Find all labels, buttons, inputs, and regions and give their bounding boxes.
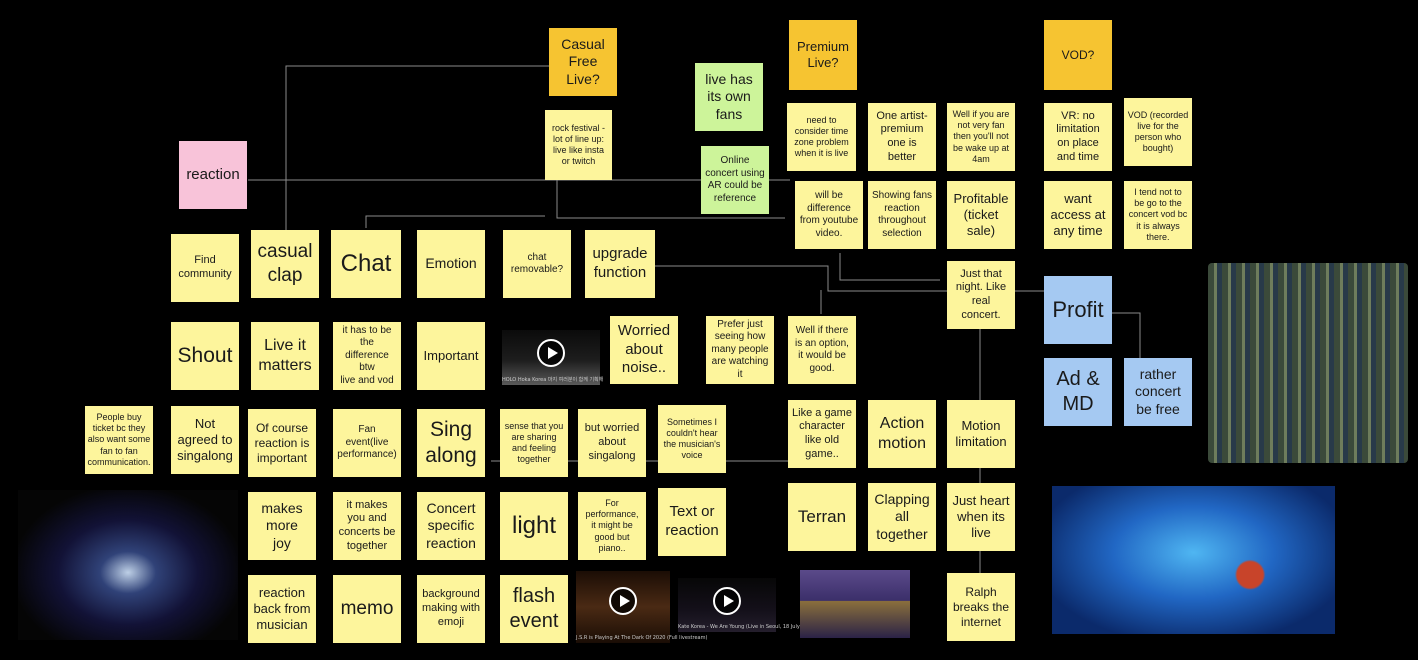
sticky-note-fan-event-live-performance[interactable]: Fan event(live performance): [333, 409, 401, 477]
sticky-note-vod[interactable]: VOD?: [1044, 20, 1112, 90]
sticky-note-clapping-all-together[interactable]: Clapping all together: [868, 483, 936, 551]
sticky-note-profitable-ticket-sale[interactable]: Profitable (ticket sale): [947, 181, 1015, 249]
sticky-note-flash-event[interactable]: flash event: [500, 575, 568, 643]
sticky-note-rock-festival-lot-of-line-up[interactable]: rock festival - lot of line up: live lik…: [545, 110, 612, 180]
crowd-screen-photo: [1208, 263, 1408, 463]
sticky-note-terran[interactable]: Terran: [788, 483, 856, 551]
video-caption: HOLO Hoka Korea 마지 여러분이 함께 기획해: [502, 377, 604, 383]
sticky-note-online-concert-using-ar-coul[interactable]: Online concert using AR could be referen…: [701, 146, 769, 214]
video-caption: Kate Korea - We Are Young (Live in Seoul…: [678, 624, 802, 630]
sticky-note-casual-clap[interactable]: casual clap: [251, 230, 319, 298]
video-thumbnail[interactable]: Kate Korea - We Are Young (Live in Seoul…: [678, 578, 802, 632]
sticky-note-motion-limitation[interactable]: Motion limitation: [947, 400, 1015, 468]
sticky-note-not-agreed-to-singalong[interactable]: Not agreed to singalong: [171, 406, 239, 474]
sticky-note-need-to-consider-time-zone-p[interactable]: need to consider time zone problem when …: [787, 103, 856, 171]
play-icon[interactable]: [713, 586, 741, 615]
cartoon-band-image: [800, 570, 910, 638]
play-icon[interactable]: [609, 587, 637, 616]
sticky-note-sometimes-i-couldn-t-hear-th[interactable]: Sometimes I couldn't hear the musician's…: [658, 405, 726, 473]
sticky-note-people-buy-ticket-bc-they-al[interactable]: People buy ticket bc they also want some…: [85, 406, 153, 474]
sticky-note-profit[interactable]: Profit: [1044, 276, 1112, 344]
sticky-note-but-worried-about-singalong[interactable]: but worried about singalong: [578, 409, 646, 477]
sticky-note-sing-along[interactable]: Sing along: [417, 409, 485, 477]
concert-stage-image: [18, 490, 238, 640]
sticky-note-concert-specific-reaction[interactable]: Concert specific reaction: [417, 492, 485, 560]
sticky-note-of-course-reaction-is-import[interactable]: Of course reaction is important: [248, 409, 316, 477]
sticky-note-ad-md[interactable]: Ad & MD: [1044, 358, 1112, 426]
sticky-note-text-or-reaction[interactable]: Text or reaction: [658, 488, 726, 556]
sticky-note-shout[interactable]: Shout: [171, 322, 239, 390]
sticky-note-reaction-back-from-musician[interactable]: reaction back from musician: [248, 575, 316, 643]
sticky-note-emotion[interactable]: Emotion: [417, 230, 485, 298]
sticky-note-action-motion[interactable]: Action motion: [868, 400, 936, 468]
sticky-note-like-a-game-character-like-o[interactable]: Like a game character like old game..: [788, 400, 856, 468]
sticky-note-casual-free-live[interactable]: Casual Free Live?: [549, 28, 617, 96]
video-thumbnail[interactable]: HOLO Hoka Korea 마지 여러분이 함께 기획해: [502, 330, 604, 385]
sticky-note-chat[interactable]: Chat: [331, 230, 401, 298]
sticky-note-live-it-matters[interactable]: Live it matters: [251, 322, 319, 390]
video-thumbnail[interactable]: J.S.R is Playing At The Dark Of 2020 (Fu…: [576, 571, 708, 643]
sticky-note-for-performance-it-might-be-[interactable]: For performance, it might be good but pi…: [578, 492, 646, 560]
sticky-note-just-heart-when-its-live[interactable]: Just heart when its live: [947, 483, 1015, 551]
sticky-note-chat-removable[interactable]: chat removable?: [503, 230, 571, 298]
sticky-note-reaction[interactable]: reaction: [179, 141, 247, 209]
sticky-note-will-be-difference-from-yout[interactable]: will be difference from youtube video.: [795, 181, 863, 249]
sticky-note-live-has-its-own-fans[interactable]: live has its own fans: [695, 63, 763, 131]
play-icon[interactable]: [537, 339, 565, 368]
sticky-note-it-makes-you-and-concerts-be[interactable]: it makes you and concerts be together: [333, 492, 401, 560]
sticky-note-want-access-at-any-time[interactable]: want access at any time: [1044, 181, 1112, 249]
sticky-note-vr-no-limitation-on-place-an[interactable]: VR: no limitation on place and time: [1044, 103, 1112, 171]
animation-still-image: [1052, 486, 1335, 634]
sticky-note-it-has-to-be-the-difference-[interactable]: it has to be the difference btw live and…: [333, 322, 401, 390]
sticky-note-light[interactable]: light: [500, 492, 568, 560]
sticky-note-well-if-there-is-an-option-i[interactable]: Well if there is an option, it would be …: [788, 316, 856, 384]
sticky-note-ralph-breaks-the-internet[interactable]: Ralph breaks the internet: [947, 573, 1015, 641]
sticky-note-showing-fans-reaction-throug[interactable]: Showing fans reaction throughout selecti…: [868, 181, 936, 249]
sticky-note-find-community[interactable]: Find community: [171, 234, 239, 302]
sticky-note-one-artist-premium-one-is-be[interactable]: One artist- premium one is better: [868, 103, 936, 171]
sticky-note-i-tend-not-to-be-go-to-the-c[interactable]: I tend not to be go to the concert vod b…: [1124, 181, 1192, 249]
sticky-note-worried-about-noise[interactable]: Worried about noise..: [610, 316, 678, 384]
sticky-note-premium-live[interactable]: Premium Live?: [789, 20, 857, 90]
sticky-note-just-that-night-like-real-co[interactable]: Just that night. Like real concert.: [947, 261, 1015, 329]
sticky-note-upgrade-function[interactable]: upgrade function: [585, 230, 655, 298]
video-caption: J.S.R is Playing At The Dark Of 2020 (Fu…: [576, 635, 708, 641]
sticky-note-rather-concert-be-free[interactable]: rather concert be free: [1124, 358, 1192, 426]
sticky-note-background-making-with-emoji[interactable]: background making with emoji: [417, 575, 485, 643]
sticky-note-sense-that-you-are-sharing-a[interactable]: sense that you are sharing and feeling t…: [500, 409, 568, 477]
sticky-note-important[interactable]: Important: [417, 322, 485, 390]
sticky-note-makes-more-joy[interactable]: makes more joy: [248, 492, 316, 560]
sticky-note-prefer-just-seeing-how-many-[interactable]: Prefer just seeing how many people are w…: [706, 316, 774, 384]
sticky-note-vod-recorded-live-for-the-pe[interactable]: VOD (recorded live for the person who bo…: [1124, 98, 1192, 166]
sticky-note-well-if-you-are-not-very-fan[interactable]: Well if you are not very fan then you'll…: [947, 103, 1015, 171]
sticky-note-memo[interactable]: memo: [333, 575, 401, 643]
